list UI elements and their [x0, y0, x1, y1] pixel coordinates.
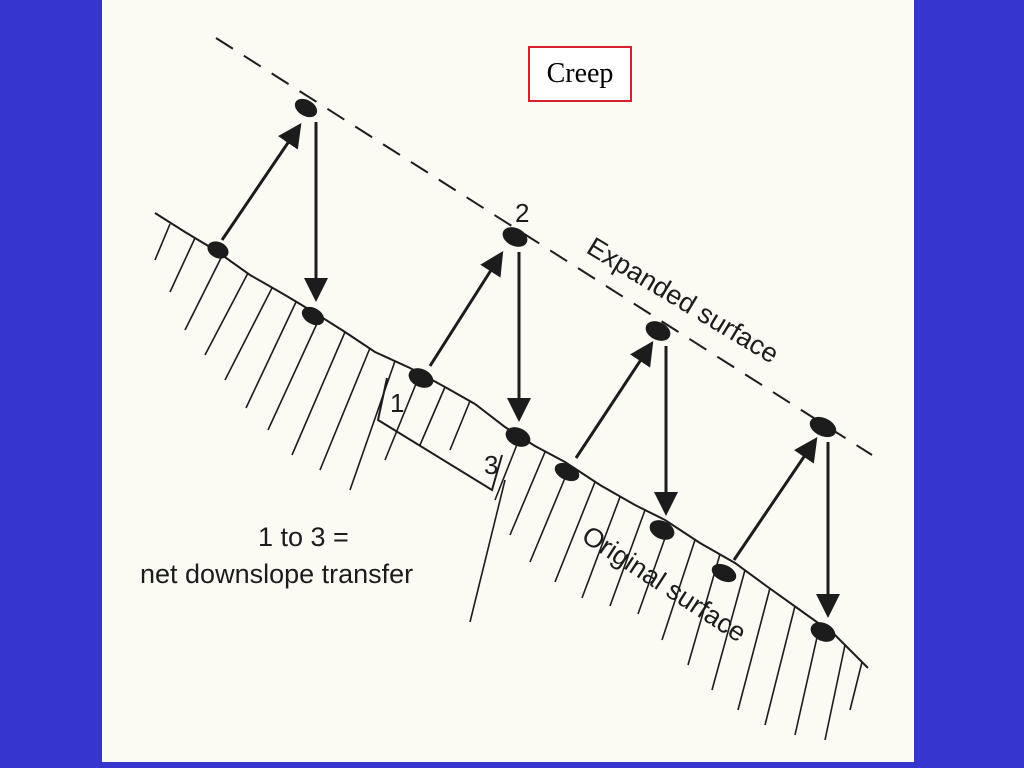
heave-arrow [574, 340, 654, 459]
position-2-label: 2 [515, 198, 529, 228]
heave-arrow [428, 250, 504, 367]
rock-particles [207, 98, 837, 642]
heave-arrow [732, 437, 818, 561]
rock-particle [207, 241, 229, 259]
rock-particle [294, 98, 318, 118]
rock-particle [809, 416, 837, 438]
position-1-label: 1 [390, 388, 404, 418]
position-3-label: 3 [484, 450, 498, 480]
rock-particle [408, 368, 434, 388]
legend-line-1: 1 to 3 = [258, 522, 349, 552]
rock-particle [645, 321, 671, 341]
rock-particle [301, 306, 325, 326]
expanded-surface-label: Expanded surface [582, 231, 784, 369]
subsurface-hatching [154, 223, 863, 741]
rock-particle [649, 520, 675, 540]
legend-line-2: net downslope transfer [140, 559, 413, 589]
rock-particle [505, 427, 531, 447]
slide-title: Creep [528, 46, 632, 102]
movement-arrows [220, 122, 840, 618]
heave-arrow [220, 123, 302, 241]
rock-particle [711, 563, 737, 583]
rock-particle [554, 462, 580, 482]
net-transfer-bracket [376, 377, 503, 492]
rock-particle [810, 622, 836, 642]
rock-particle [502, 227, 528, 247]
slide-panel [102, 0, 914, 762]
